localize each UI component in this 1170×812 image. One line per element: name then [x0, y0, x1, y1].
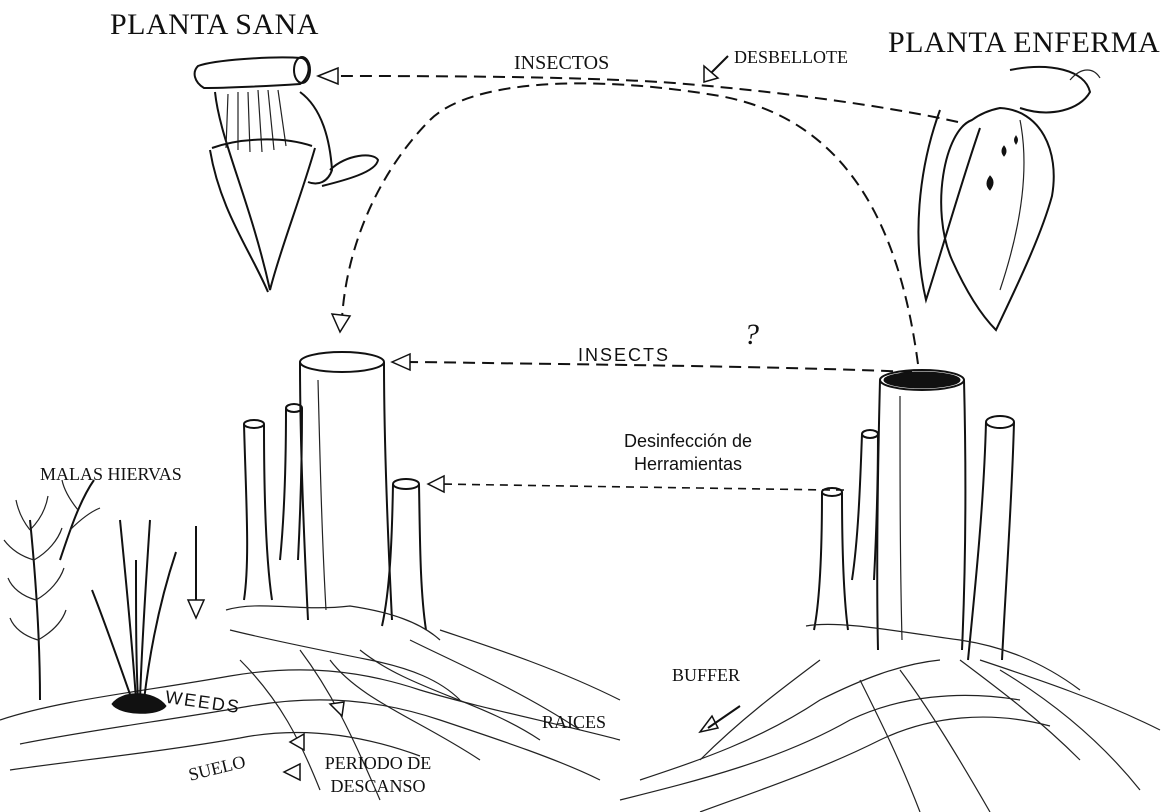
roots-label: RAICES	[542, 712, 606, 733]
sick-plant-stumps	[806, 370, 1080, 690]
tool-disinfection-arrow	[440, 484, 844, 490]
healthy-plant-label: PLANTA SANA	[110, 8, 319, 42]
buffer-label: BUFFER	[672, 665, 740, 686]
question-mark: ?	[744, 318, 759, 352]
insect-spread-arrow-top	[324, 76, 958, 122]
tool-disinfection-line2: Herramientas	[608, 453, 768, 476]
insects-es-label: INSECTOS	[514, 52, 609, 75]
insect-spread-arrowhead-middle	[392, 354, 410, 370]
insects-en-label: INSECTS	[578, 345, 670, 366]
tool-disinfection-label: Desinfección de Herramientas	[608, 430, 768, 476]
healthy-flower-illustration	[195, 57, 378, 292]
rest-period-line2: DESCANSO	[308, 775, 448, 798]
soil-arrowhead	[290, 734, 304, 750]
tool-disinfection-arrowhead	[428, 476, 444, 492]
debudding-label: DESBELLOTE	[734, 47, 848, 68]
tool-disinfection-line1: Desinfección de	[608, 430, 768, 453]
transmission-arch-arrowhead	[332, 314, 350, 332]
weeds-illustration	[4, 480, 204, 713]
rest-period-line1: PERIODO DE	[308, 752, 448, 775]
rest-period-label: PERIODO DE DESCANSO	[308, 752, 448, 798]
insect-spread-arrowhead-top	[318, 68, 338, 84]
sick-flower-illustration	[918, 67, 1100, 330]
weeds-arrowhead	[330, 702, 344, 716]
weeds-es-label: MALAS HIERVAS	[40, 464, 182, 485]
rest-period-arrowhead	[284, 764, 300, 780]
transmission-arch	[342, 83, 918, 364]
sick-plant-label: PLANTA ENFERMA	[888, 26, 1160, 60]
